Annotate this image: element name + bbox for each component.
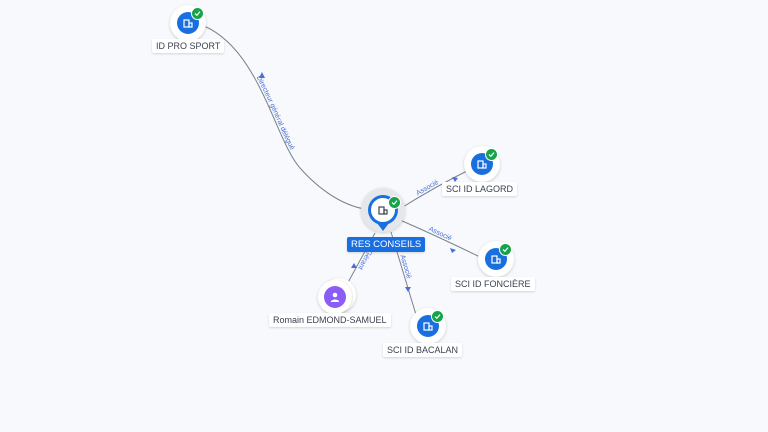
arrow-icon [351,263,357,268]
edge-line-director [203,25,377,211]
arrow-icon [259,72,265,78]
check-icon [388,196,401,209]
arrow-icon [452,177,458,182]
edge-label-associe-bacalan: Associé [398,254,412,280]
node-label[interactable]: ID PRO SPORT [152,39,225,53]
person-icon [324,286,346,308]
check-icon [431,310,444,323]
edge-label-associe-lagord: Associé [415,179,440,197]
node-label[interactable]: SCI ID BACALAN [383,343,463,357]
check-icon [485,148,498,161]
arrow-icon [450,248,456,253]
check-icon [499,243,512,256]
node-label[interactable]: SCI ID LAGORD [442,182,518,196]
node-label-focus[interactable]: RES CONSEILS [347,237,426,252]
pin-pointer [377,223,389,231]
check-icon [191,7,204,20]
edge-label-director: Directeur général délégué [255,75,296,152]
node-label[interactable]: SCI ID FONCIÈRE [451,277,535,291]
arrow-icon [405,287,411,292]
node-label[interactable]: Romain EDMOND-SAMUEL [269,313,391,327]
